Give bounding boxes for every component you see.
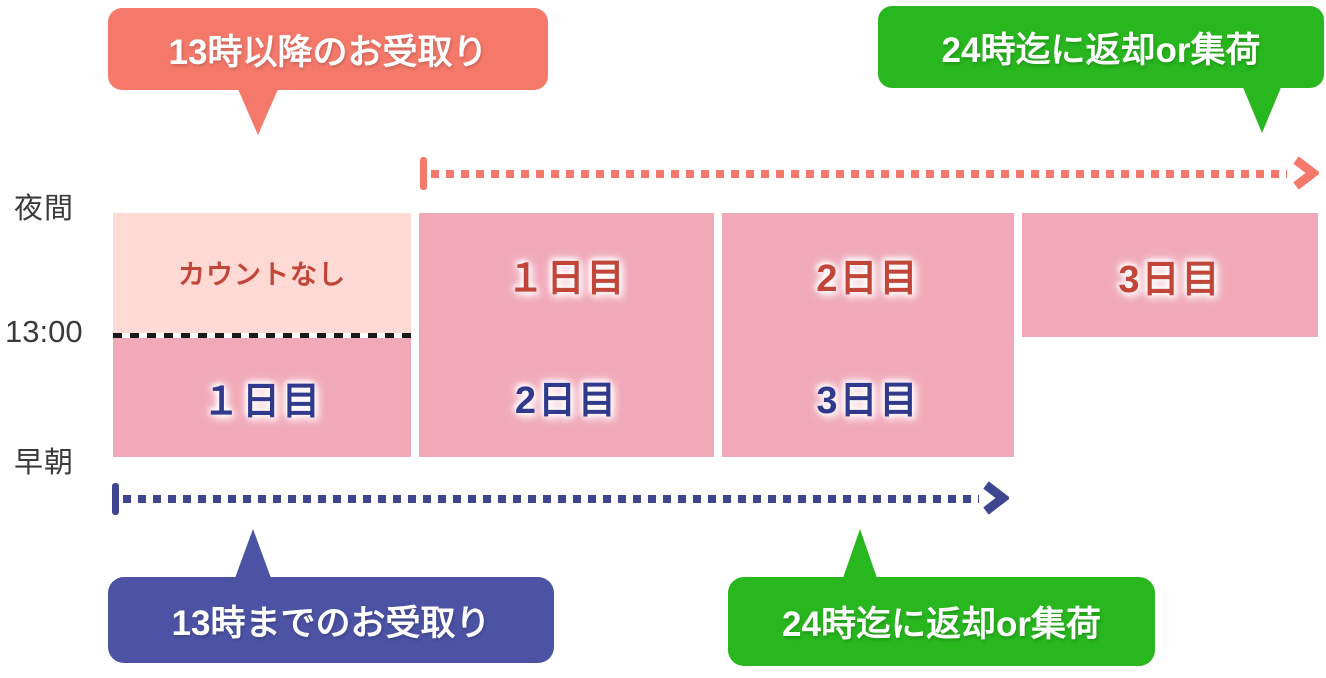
- day-column-1: カウントなし １日目: [113, 213, 411, 457]
- day-column-4: 3日目: [1022, 213, 1318, 337]
- arrow-start-cap: [112, 483, 119, 515]
- 1300-dotted-divider: [113, 332, 411, 338]
- day-2-after-cell: 2日目: [722, 213, 1014, 335]
- day-3-after-cell: 3日目: [1022, 213, 1318, 337]
- day-1-label: １日目: [201, 380, 322, 423]
- time-1300-label: 13:00: [5, 314, 83, 349]
- day-2-label: 2日目: [514, 379, 619, 422]
- after-13-timeline-dotted-line: [431, 170, 1287, 178]
- day-3-after-label: 3日目: [1118, 258, 1222, 301]
- return-by-24-top-callout: 24時迄に返却or集荷: [878, 6, 1324, 88]
- day-column-2: １日目 2日目: [419, 213, 714, 457]
- callout-pointer-down-icon: [1242, 85, 1282, 133]
- arrow-head-icon: [1293, 156, 1319, 190]
- day-column-3: 2日目 3日目: [722, 213, 1014, 457]
- arrow-start-cap: [420, 157, 427, 190]
- pickup-after-13-callout: 13時以降のお受取り: [108, 8, 548, 90]
- pickup-before-13-label: 13時までのお受取り: [171, 603, 491, 643]
- callout-pointer-up-icon: [235, 529, 271, 578]
- day-1-cell: １日目: [113, 337, 411, 457]
- day-3-cell: 3日目: [722, 335, 1014, 457]
- day-1-after-cell: １日目: [419, 213, 714, 335]
- pickup-before-13-callout: 13時までのお受取り: [108, 577, 554, 663]
- day-2-cell: 2日目: [419, 335, 714, 457]
- arrow-head-icon: [983, 481, 1009, 515]
- return-by-24-bottom-label: 24時迄に返却or集荷: [782, 605, 1101, 644]
- day-1-after-label: １日目: [506, 257, 627, 300]
- callout-pointer-up-icon: [843, 529, 877, 578]
- day-2-after-label: 2日目: [816, 257, 920, 300]
- no-count-label: カウントなし: [178, 260, 346, 291]
- return-by-24-top-label: 24時迄に返却or集荷: [941, 30, 1261, 70]
- night-label: 夜間: [14, 193, 75, 225]
- callout-pointer-down-icon: [237, 87, 279, 135]
- early-morning-label: 早朝: [14, 447, 75, 479]
- no-count-cell: カウントなし: [113, 213, 411, 333]
- pickup-after-13-label: 13時以降のお受取り: [168, 32, 488, 72]
- before-13-timeline-dotted-line: [123, 495, 979, 503]
- return-by-24-bottom-callout: 24時迄に返却or集荷: [728, 577, 1155, 666]
- day-3-label: 3日目: [816, 379, 920, 422]
